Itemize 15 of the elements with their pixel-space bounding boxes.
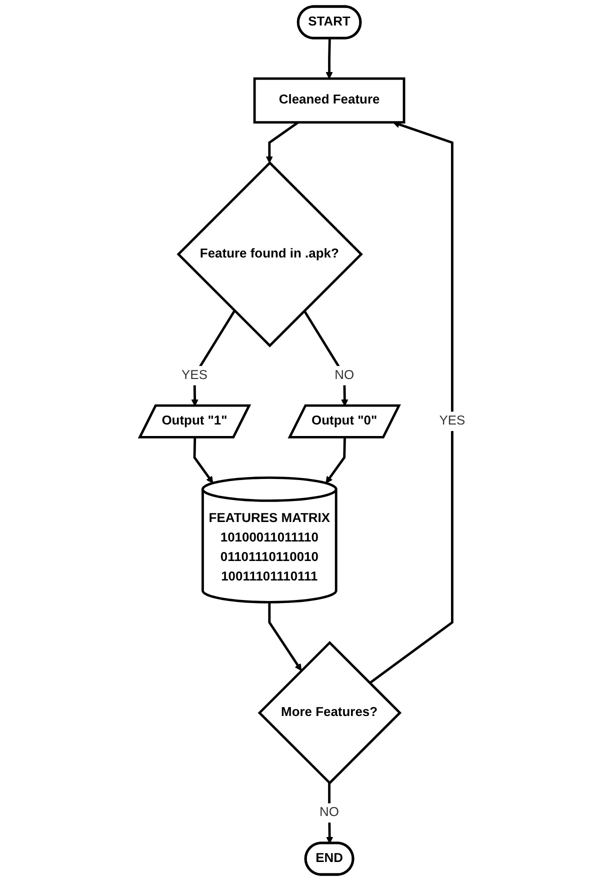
edge-label: YES <box>182 368 208 382</box>
edge-label: YES <box>439 414 466 428</box>
arrow <box>268 602 302 671</box>
edge-label: NO <box>320 806 340 820</box>
arrow <box>368 121 454 684</box>
node-diamond: More Features? <box>258 640 402 785</box>
node-diamond: Feature found in .apk? <box>176 161 363 348</box>
edge-label: NO <box>334 368 354 382</box>
node-box: Cleaned Feature <box>253 77 406 124</box>
arrow <box>266 121 299 164</box>
arrow <box>326 782 334 844</box>
arrow <box>193 438 214 484</box>
arrow <box>303 310 348 406</box>
arrow <box>326 38 333 79</box>
arrow <box>326 438 346 484</box>
